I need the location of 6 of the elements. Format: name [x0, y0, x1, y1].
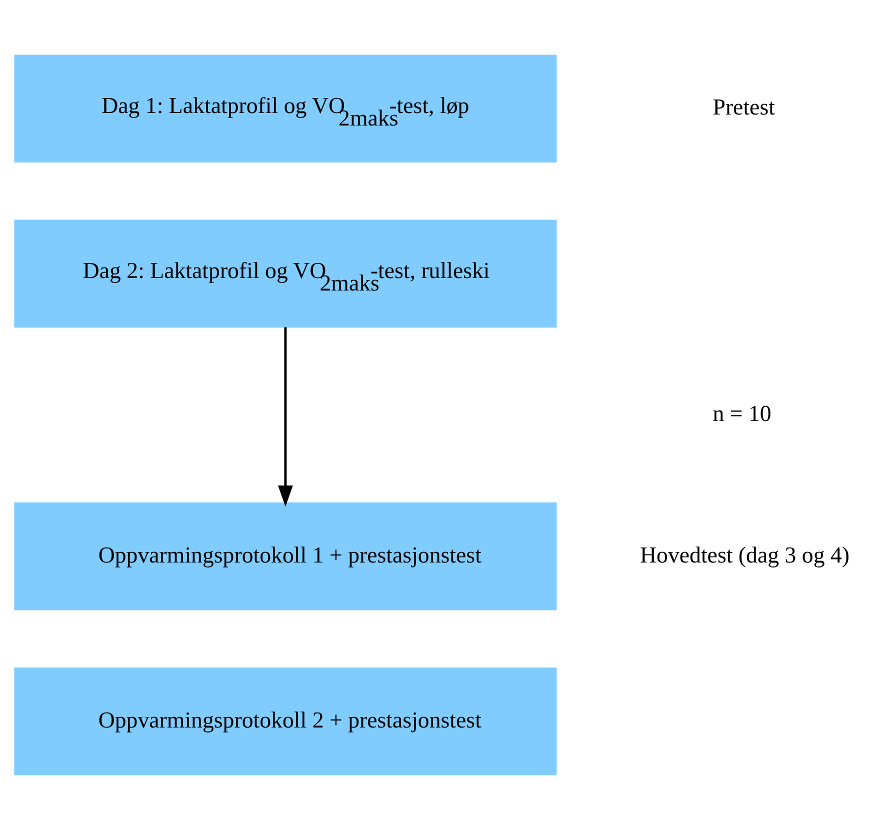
label: Pretest	[712, 94, 775, 120]
node-box: Oppvarmingsprotokoll 2 + prestasjonstest	[14, 666, 557, 775]
node-box: Oppvarmingsprotokoll 1 + prestasjonstest	[14, 502, 557, 610]
label: n = 10	[712, 400, 772, 426]
label: Hovedtest (dag 3 og 4)	[640, 542, 850, 567]
arrow	[278, 326, 293, 506]
